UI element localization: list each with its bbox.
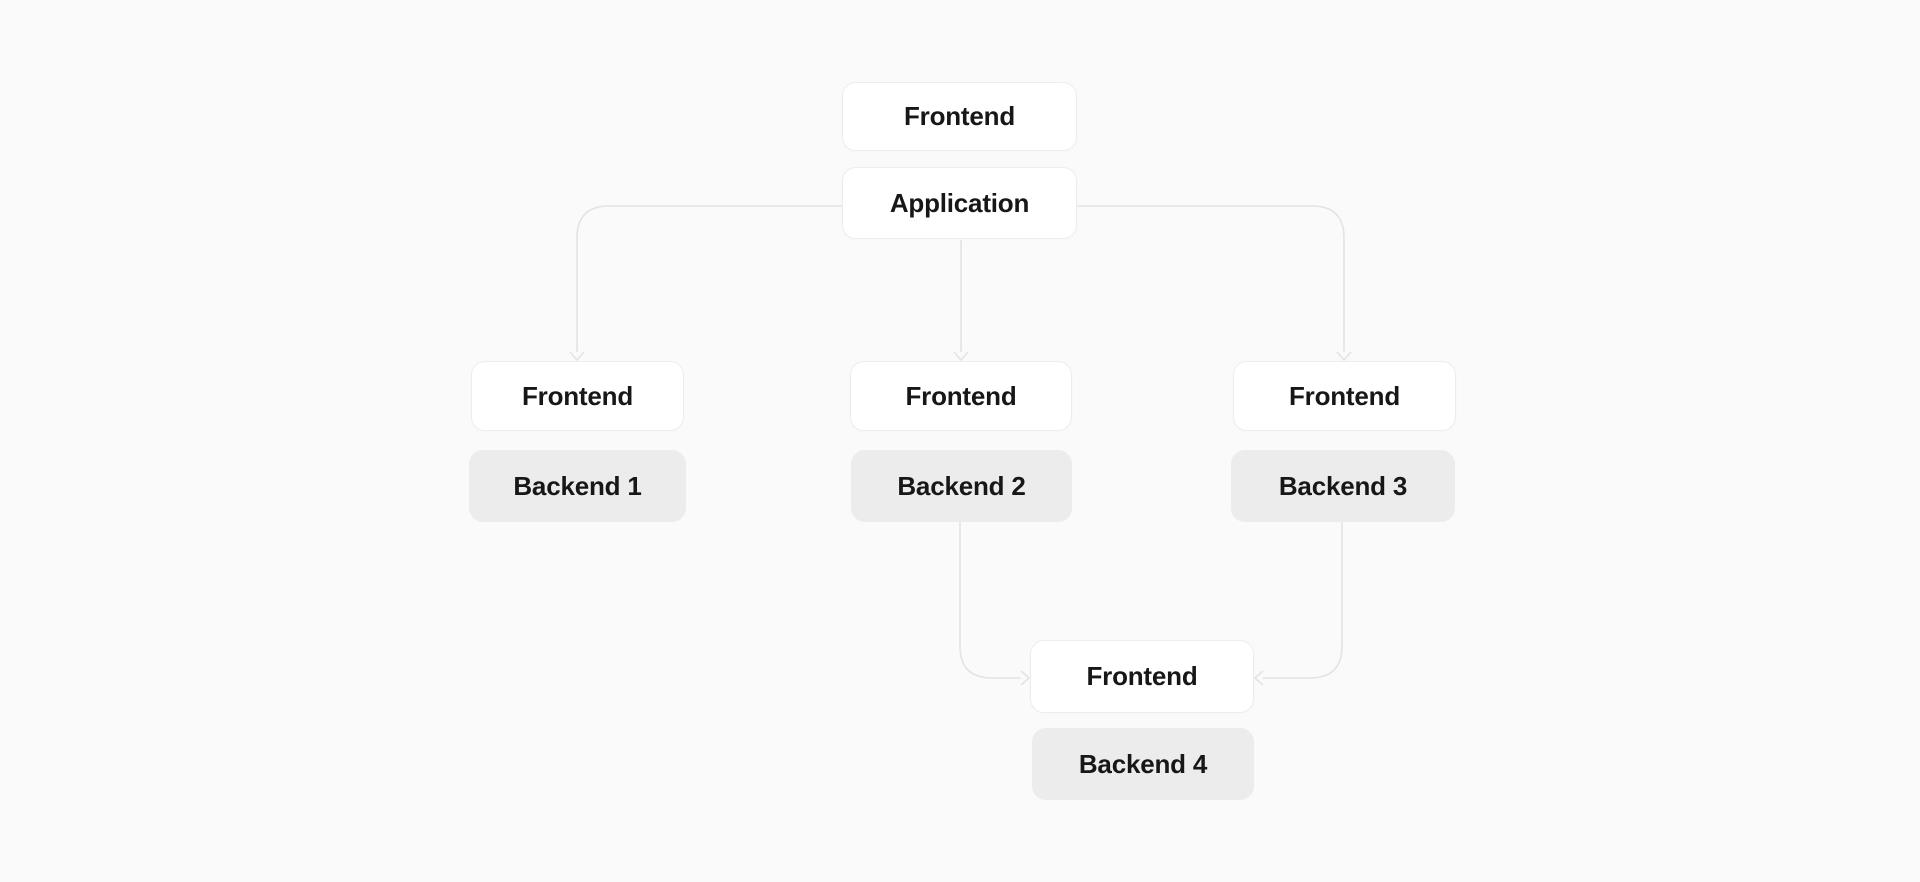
flow-node-frontend-2[interactable]: Frontend	[850, 361, 1072, 431]
edge-arrowhead-application-to-frontend-2	[953, 351, 969, 361]
node-label: Backend 2	[897, 470, 1026, 501]
edge-arrowhead-backend-3-to-frontend-4	[1254, 670, 1264, 686]
flow-node-frontend-3[interactable]: Frontend	[1233, 361, 1456, 431]
edge-application-to-frontend-1	[576, 205, 842, 352]
node-label: Backend 3	[1278, 470, 1408, 501]
flow-node-application[interactable]: Application	[842, 167, 1077, 239]
node-label: Backend 1	[513, 470, 642, 501]
flow-node-frontend-top[interactable]: Frontend	[842, 82, 1077, 151]
edge-application-to-frontend-3	[1077, 205, 1345, 352]
node-label: Frontend	[521, 380, 634, 411]
node-label: Frontend	[1288, 380, 1401, 411]
flow-node-backend-1[interactable]: Backend 1	[469, 450, 686, 522]
flow-node-backend-4[interactable]: Backend 4	[1032, 728, 1254, 800]
edge-arrowhead-application-to-frontend-1	[569, 351, 585, 361]
node-label: Frontend	[905, 380, 1017, 411]
flow-node-backend-3[interactable]: Backend 3	[1231, 450, 1455, 522]
node-label: Backend 4	[1078, 748, 1208, 779]
node-label: Application	[889, 187, 1030, 218]
edge-arrowhead-application-to-frontend-3	[1336, 351, 1352, 361]
node-label: Frontend	[903, 101, 1016, 131]
edge-backend-2-to-frontend-4	[959, 522, 1021, 679]
edge-backend-3-to-frontend-4	[1263, 522, 1343, 679]
edge-arrowhead-backend-2-to-frontend-4	[1020, 670, 1030, 686]
flow-node-frontend-1[interactable]: Frontend	[471, 361, 684, 431]
flow-node-frontend-4[interactable]: Frontend	[1030, 640, 1254, 713]
node-label: Frontend	[1086, 661, 1198, 691]
flow-node-backend-2[interactable]: Backend 2	[851, 450, 1072, 522]
